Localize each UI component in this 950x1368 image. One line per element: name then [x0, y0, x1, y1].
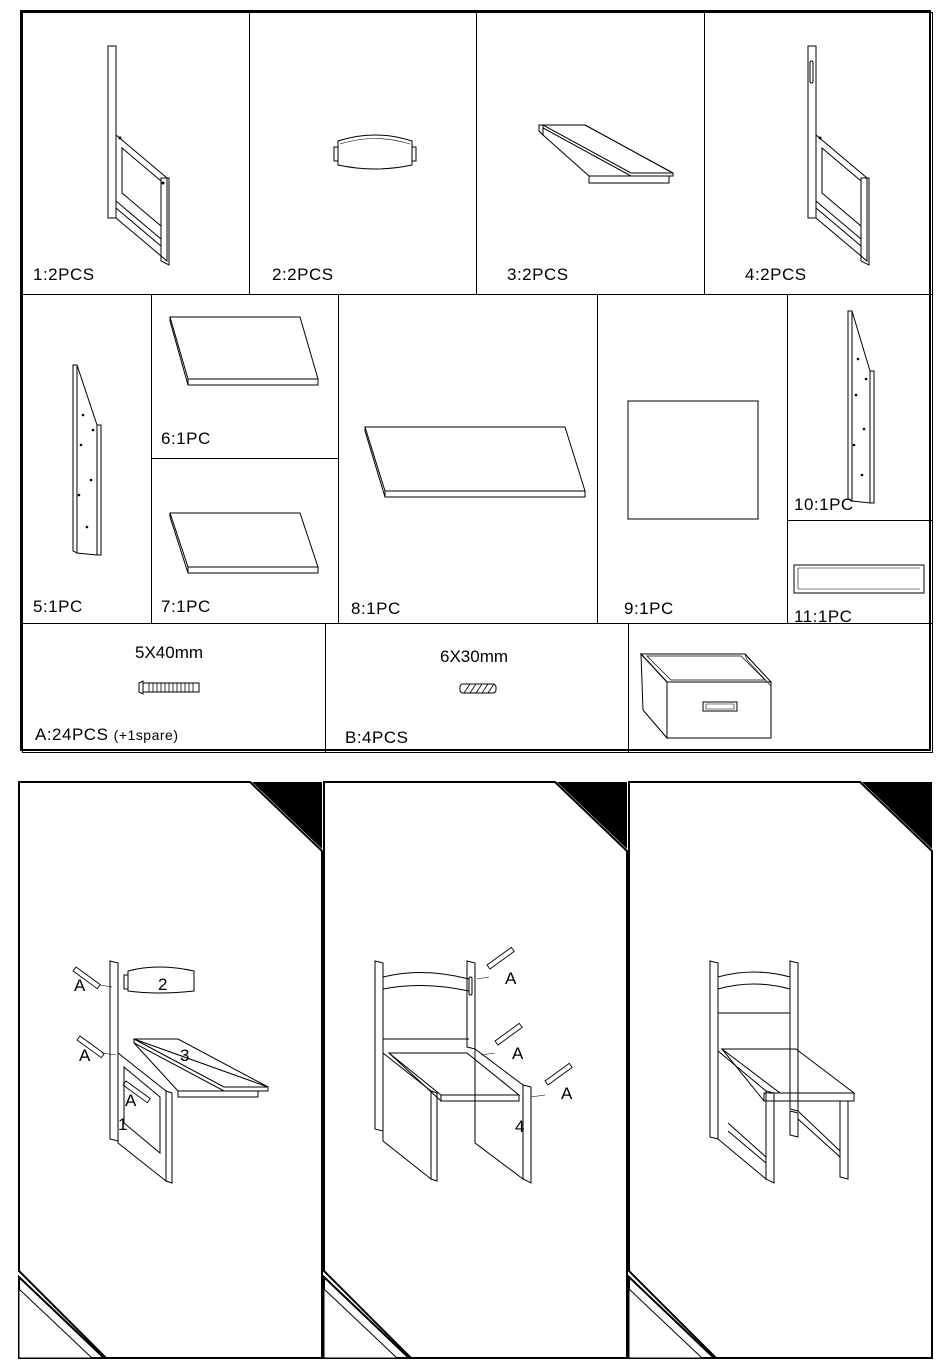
part-5-drawing: [23, 295, 153, 625]
part-cell-1: 1:2PCS: [22, 12, 250, 295]
step-1-part-side-label: 1: [118, 1115, 127, 1135]
screw-a-count: A:24PCS: [35, 725, 108, 744]
part-cell-7: 7:1PC: [151, 458, 339, 624]
part-cell-2: 2:2PCS: [249, 12, 477, 295]
part-3-drawing: [477, 13, 706, 296]
part-9-drawing: [598, 295, 789, 625]
part-1-drawing: [23, 13, 251, 296]
step-2-drawing: [323, 781, 628, 1359]
step-1-screw-label-2: A: [79, 1046, 90, 1066]
step-1-part-back-label: 2: [158, 975, 167, 995]
part-cell-6: 6:1PC: [151, 294, 339, 459]
part-cell-4: 4:2PCS: [704, 12, 933, 295]
step-2-part-side-label: 4: [515, 1117, 524, 1137]
screw-a-label: A:24PCS (+1spare): [35, 725, 178, 745]
part-cell-8: 8:1PC: [338, 294, 598, 624]
step-3-drawing: [628, 781, 933, 1359]
part-6-label: 6:1PC: [161, 429, 211, 449]
drawer-cell: [628, 623, 933, 753]
step-1-drawing: [18, 781, 323, 1359]
step-1-screw-label-3: A: [125, 1091, 136, 1111]
parts-list: 1:2PCS 2:2PCS 3:2PCS: [20, 10, 931, 751]
step-2-screw-label-1: A: [505, 969, 516, 989]
step-2-screw-label-2: A: [512, 1044, 523, 1064]
assembly-step-2: A A A 4: [323, 781, 628, 1359]
part-3-label: 3:2PCS: [507, 265, 569, 285]
part-cell-9: 9:1PC: [597, 294, 788, 624]
part-9-label: 9:1PC: [624, 599, 674, 619]
dowel-b-label: B:4PCS: [345, 728, 408, 748]
part-cell-11: 11:1PC: [787, 520, 933, 624]
part-8-drawing: [339, 295, 599, 625]
part-8-label: 8:1PC: [351, 599, 401, 619]
part-cell-3: 3:2PCS: [476, 12, 705, 295]
step-1-screw-label-1: A: [74, 976, 85, 996]
part-2-label: 2:2PCS: [272, 265, 334, 285]
part-4-label: 4:2PCS: [745, 265, 807, 285]
part-10-label: 10:1PC: [794, 495, 854, 515]
part-2-drawing: [250, 13, 478, 296]
step-2-screw-icons: [487, 947, 572, 1085]
part-10-drawing: [788, 295, 934, 522]
hardware-cell-a: 5X40mm A:24PCS (+1spare): [22, 623, 326, 753]
assembly-step-3: [628, 781, 933, 1359]
step-1-part-seat-label: 3: [180, 1046, 189, 1066]
part-7-label: 7:1PC: [161, 597, 211, 617]
part-cell-10: 10:1PC: [787, 294, 933, 521]
assembly-step-1: A A A 2 3 1: [18, 781, 323, 1359]
drawer-drawing: [629, 624, 934, 754]
part-1-label: 1:2PCS: [33, 265, 95, 285]
step-2-screw-label-3: A: [561, 1084, 572, 1104]
hardware-cell-b: 6X30mm B:4PCS: [325, 623, 629, 753]
screw-a-note: (+1spare): [114, 727, 179, 743]
part-4-drawing: [705, 13, 934, 296]
part-cell-5: 5:1PC: [22, 294, 152, 624]
part-5-label: 5:1PC: [33, 597, 83, 617]
